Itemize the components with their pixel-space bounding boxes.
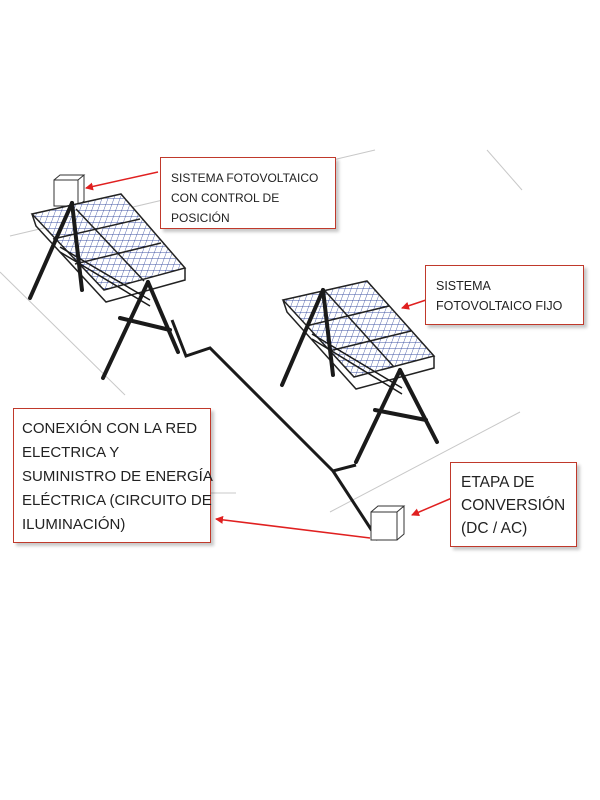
callout-line: SUMINISTRO DE ENERGÍA xyxy=(22,468,213,485)
callout-line: CONVERSIÓN xyxy=(461,497,566,514)
callout-line: POSICIÓN xyxy=(171,211,230,225)
callout-line: ELECTRICA Y xyxy=(22,444,120,461)
tracking-support-structure xyxy=(28,201,180,380)
callout-conversion-stage: ETAPA DE CONVERSIÓN (DC / AC) xyxy=(450,462,577,547)
callout-line: ILUMINACIÓN) xyxy=(22,516,126,533)
callout-arrows xyxy=(85,171,453,539)
callout-line: ETAPA DE xyxy=(461,474,535,491)
arrow-to-control-box xyxy=(85,171,159,191)
callout-line: CONEXIÓN CON LA RED xyxy=(22,420,198,437)
callout-line: SISTEMA FOTOVOLTAICO xyxy=(171,171,319,185)
callout-grid-connection: CONEXIÓN CON LA RED ELECTRICA Y SUMINIST… xyxy=(13,408,213,543)
fixed-panel-frame xyxy=(282,290,435,390)
callout-line: CON CONTROL DE xyxy=(171,191,280,205)
fixed-pv-system xyxy=(280,280,439,464)
fixed-support-structure xyxy=(280,288,439,464)
tracking-pv-system xyxy=(28,174,187,380)
callout-fixed-system: SISTEMA FOTOVOLTAICO FIJO xyxy=(425,265,584,325)
arrow-to-grid xyxy=(215,515,371,539)
arrow-to-inverter xyxy=(411,497,453,516)
callout-line: SISTEMA xyxy=(436,279,491,293)
callout-line: FOTOVOLTAICO FIJO xyxy=(436,299,563,313)
callout-line: (DC / AC) xyxy=(461,520,528,537)
callout-tracking-system: SISTEMA FOTOVOLTAICO CON CONTROL DE POSI… xyxy=(160,157,336,229)
inverter-box xyxy=(370,505,406,541)
position-control-box xyxy=(53,174,86,207)
arrow-to-fixed-system xyxy=(401,299,427,310)
callout-line: ELÉCTRICA (CIRCUITO DE xyxy=(22,492,212,509)
tracking-panel-frame xyxy=(31,208,186,303)
